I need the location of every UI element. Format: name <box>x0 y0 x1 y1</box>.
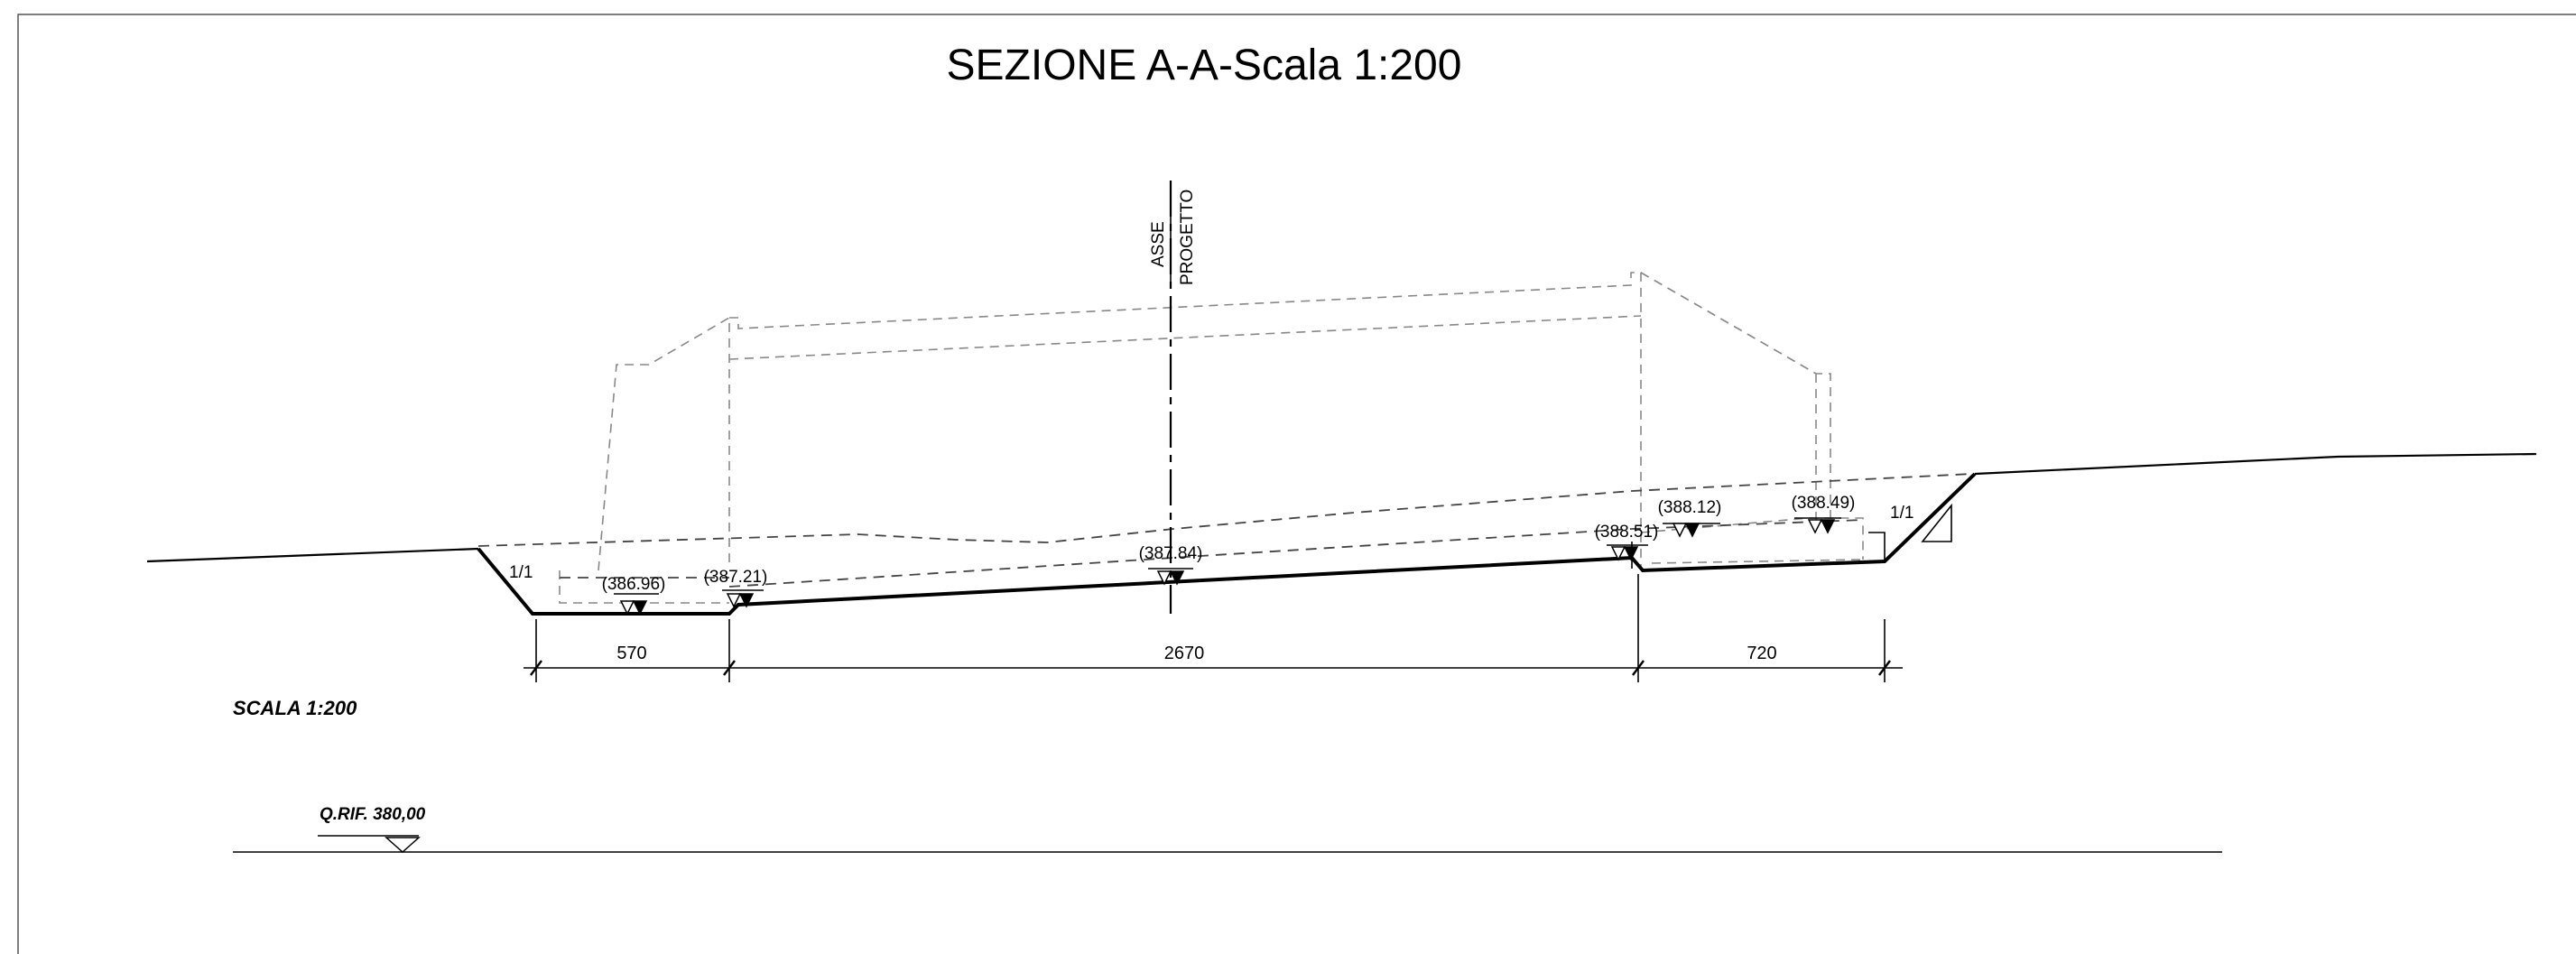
elevation-marker-1: (386.96) <box>602 575 666 616</box>
project-section <box>477 472 1977 616</box>
dimension-label-1: 570 <box>616 644 646 663</box>
reference-level: Q.RIF. 380,00 <box>233 805 2222 854</box>
axis-label-asse: ASSE <box>1149 221 1168 267</box>
elevation-marker-4: (388.51) <box>1595 523 1659 561</box>
slope-label-right: 1/1 <box>1890 504 1913 523</box>
elevation-label: (388.49) <box>1792 494 1856 513</box>
slope-label-left: 1/1 <box>509 563 533 582</box>
elevation-marker-3: (387.84) <box>1139 544 1203 586</box>
reference-label: Q.RIF. 380,00 <box>320 805 426 824</box>
elevation-label: (388.12) <box>1658 498 1722 517</box>
elevation-label: (387.84) <box>1139 544 1203 563</box>
slope-detail-right <box>1868 532 1886 561</box>
dimension-label-2: 2670 <box>1164 644 1205 663</box>
elevation-label: (387.21) <box>704 568 768 587</box>
scale-note: SCALA 1:200 <box>233 697 357 719</box>
section-title: SEZIONE A-A-Scala 1:200 <box>947 42 1462 89</box>
elevation-label: (388.51) <box>1595 523 1659 542</box>
elevation-marker-6: (388.49) <box>1792 494 1856 534</box>
ground-line <box>146 452 2537 563</box>
drawing-frame <box>17 14 2576 954</box>
dimension-label-3: 720 <box>1747 644 1776 663</box>
existing-profile <box>477 473 1973 588</box>
elevation-label: (386.96) <box>602 575 666 594</box>
dimension-line <box>524 574 1903 682</box>
axis-label-progetto: PROGETTO <box>1178 190 1197 285</box>
elevation-marker-5: (388.12) <box>1658 498 1722 538</box>
elevation-marker-2: (387.21) <box>704 568 768 608</box>
slope-triangle-right <box>1921 503 1952 542</box>
structure-outline <box>559 272 1864 604</box>
